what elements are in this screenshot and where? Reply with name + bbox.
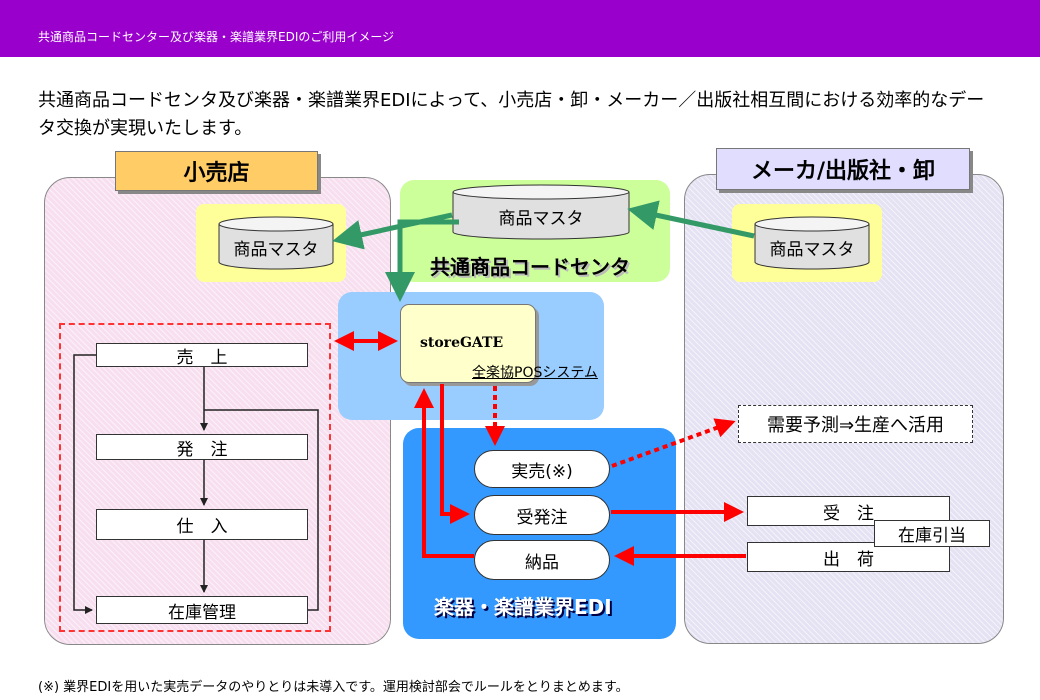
stock-allocation-box: 在庫引当 <box>874 520 990 547</box>
storegate-title: storeGATE <box>420 335 504 351</box>
retail-master-label: 商品マスタ <box>233 239 319 260</box>
dotted-arrow-to-demand <box>611 418 736 468</box>
database-icon <box>452 184 630 240</box>
retail-flow-frame <box>59 323 331 632</box>
green-arrow-to-retail <box>332 212 453 250</box>
maker-master-label: 商品マスタ <box>769 239 855 260</box>
header-bar <box>0 0 1040 57</box>
database-icon <box>218 216 334 270</box>
intro-text: 共通商品コードセンタ及び楽器・楽譜業界EDIによって、小売店・卸・メーカー／出版… <box>38 90 985 139</box>
database-icon <box>754 216 870 270</box>
page-title: 共通商品コードセンター及び楽器・楽譜業界EDIのご利用イメージ <box>38 30 395 44</box>
red-arrow-order <box>440 384 470 524</box>
edi-sales: 実売(※) <box>474 450 610 488</box>
ship-box: 出 荷 <box>747 542 950 572</box>
center-master-db: 商品マスタ <box>452 184 630 240</box>
flow-line-loop-left <box>73 354 96 614</box>
retail-master-db: 商品マスタ <box>218 216 334 270</box>
footnote: (※) 業界EDIを用いた実売データのやりとりは未導入です。運用検討部会でルール… <box>38 680 629 695</box>
center-master-label: 商品マスタ <box>498 208 584 229</box>
green-arrow-from-maker <box>627 200 755 239</box>
edi-label: 楽器・楽譜業界EDI <box>434 595 612 619</box>
retail-title: 小売店 <box>115 151 318 191</box>
flow-inventory: 在庫管理 <box>96 596 308 624</box>
green-arrow-to-storegate <box>385 219 459 302</box>
storegate-box <box>400 304 536 383</box>
maker-title: メーカ/出版社・卸 <box>716 148 970 190</box>
edi-delivery: 納品 <box>474 540 610 580</box>
red-arrow-delivery <box>414 388 474 558</box>
flow-purchase: 仕 入 <box>96 509 308 540</box>
flow-line-loop-right <box>204 409 319 611</box>
flow-order: 発 注 <box>96 434 308 460</box>
maker-master-db: 商品マスタ <box>754 216 870 270</box>
flow-sales: 売 上 <box>96 343 308 368</box>
receive-order-box: 受 注 <box>747 496 950 526</box>
edi-order: 受発注 <box>474 495 610 535</box>
demand-forecast-box: 需要予測⇒生産へ活用 <box>738 405 973 443</box>
code-center-label: 共通商品コードセンタ <box>430 255 630 279</box>
pos-system-link[interactable]: 全楽協POSシステム <box>472 365 598 381</box>
